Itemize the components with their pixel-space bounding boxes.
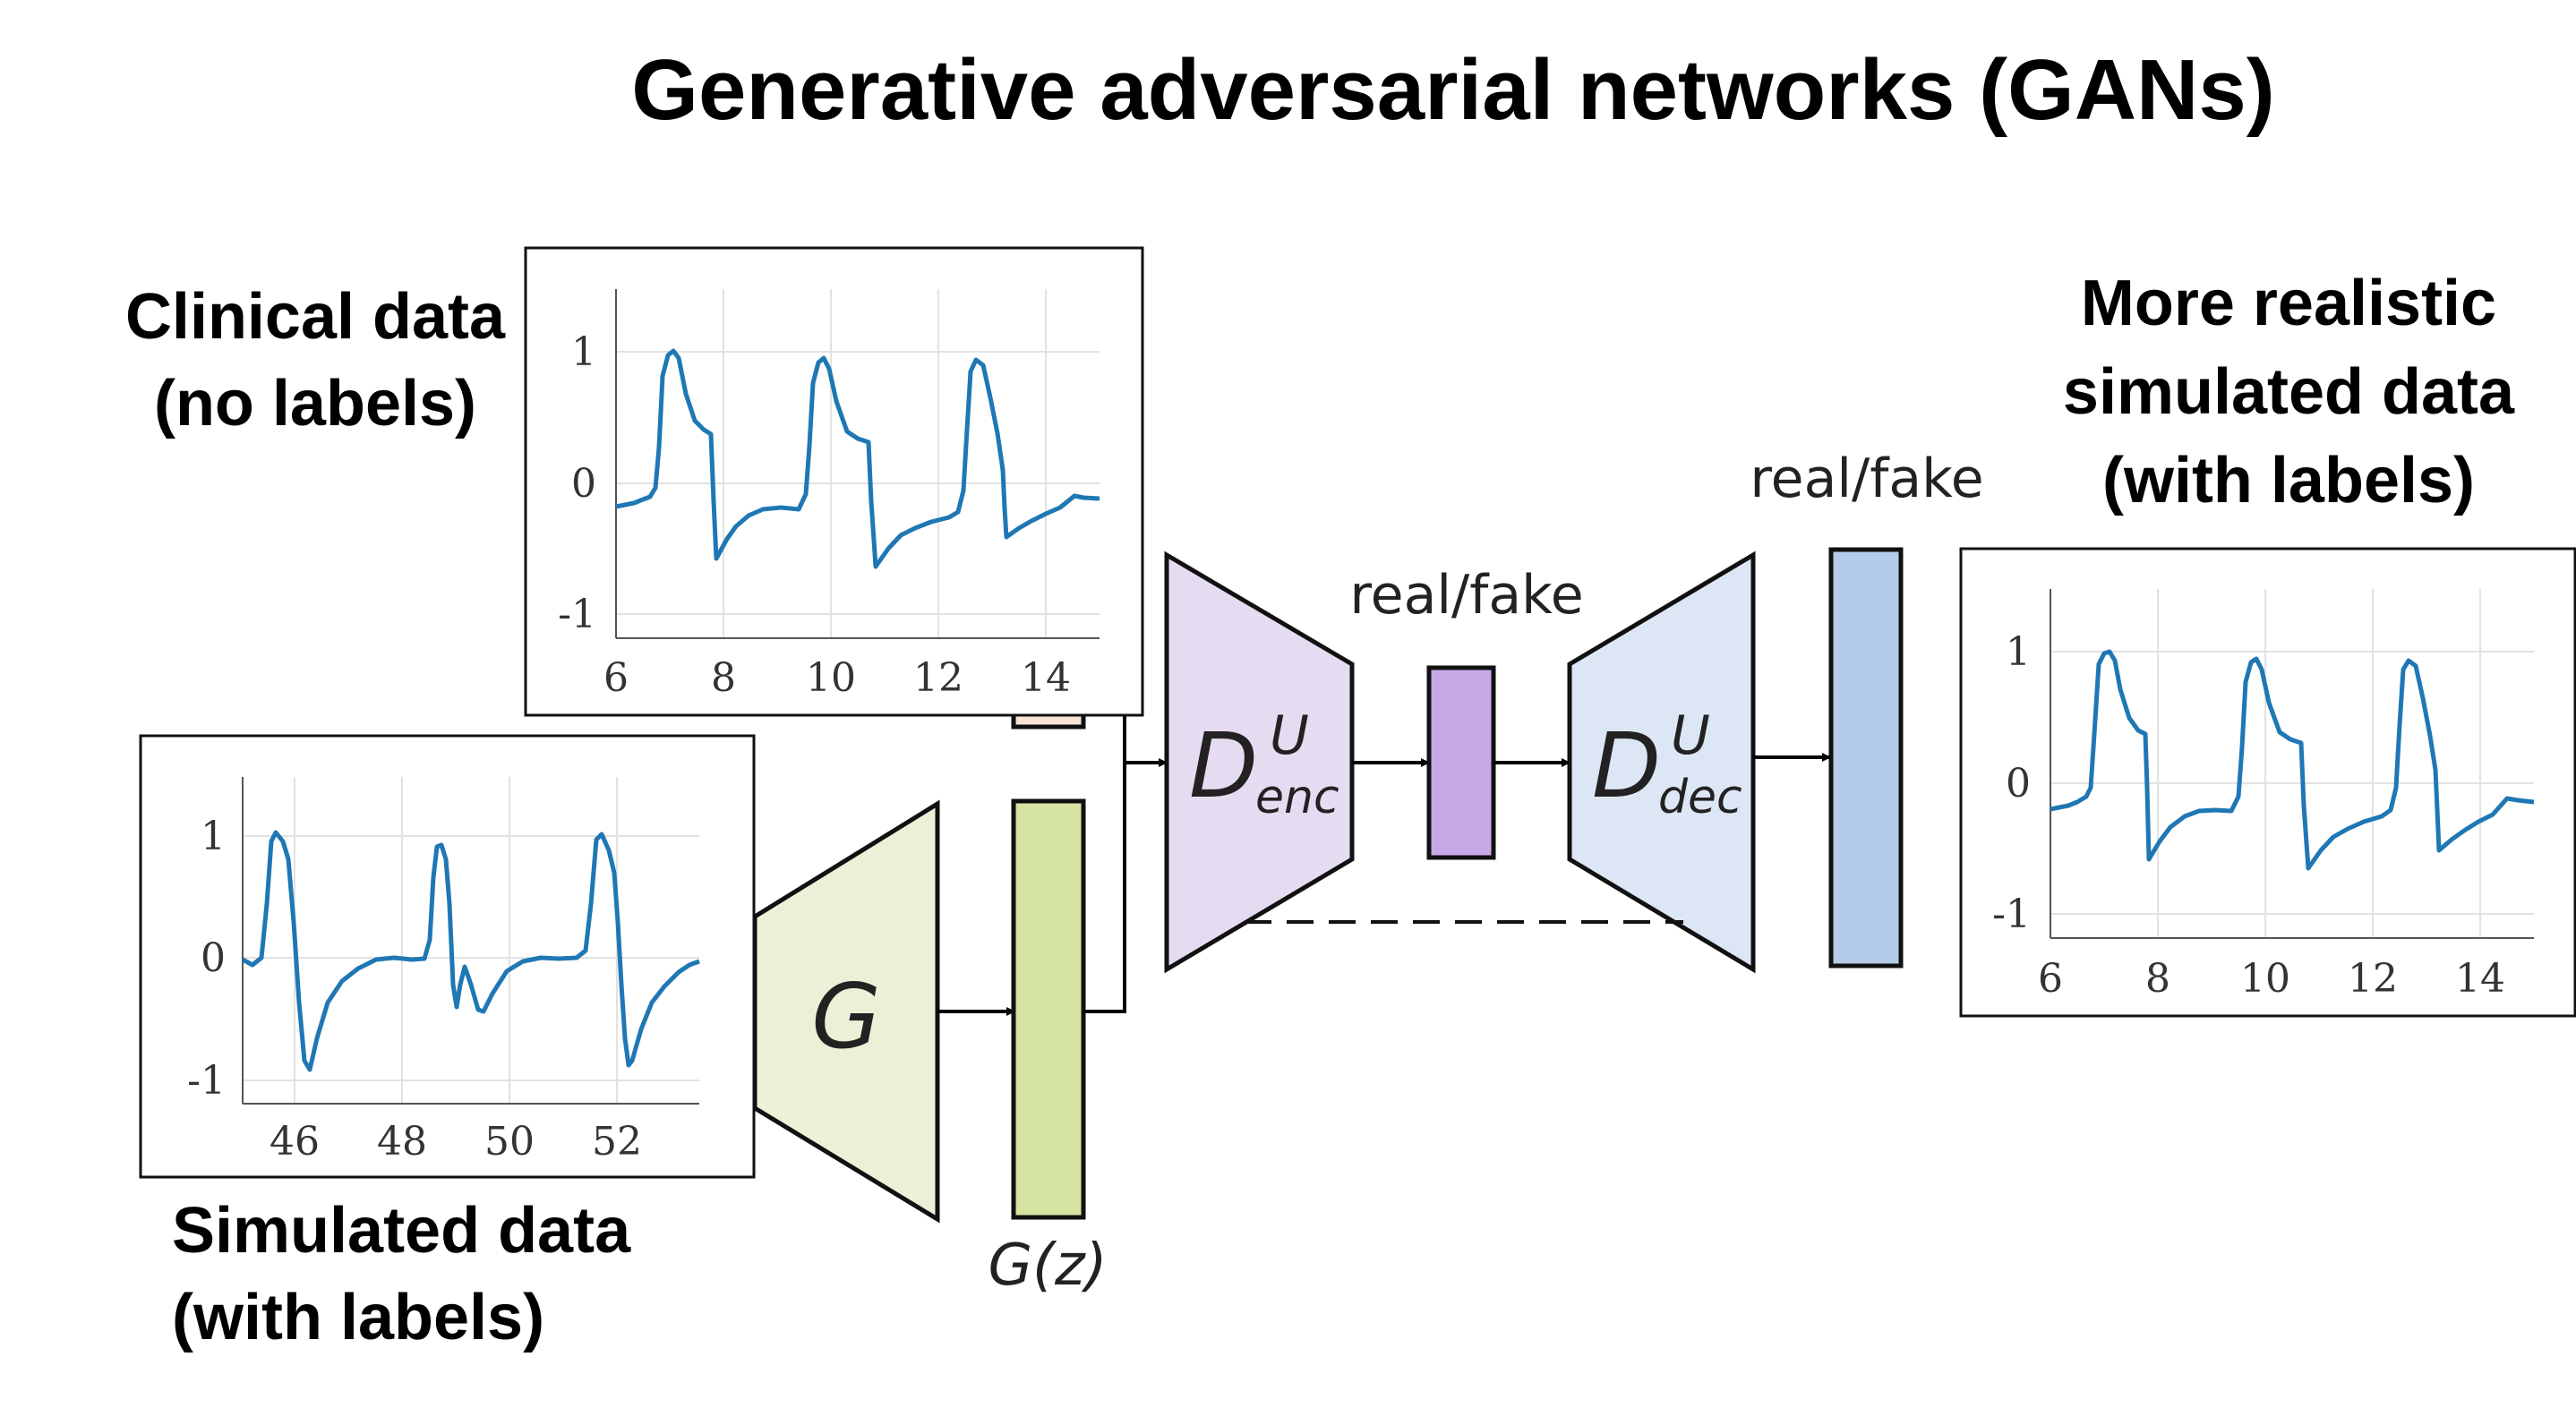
plot-simulated-frame xyxy=(139,734,756,1179)
plot-clinical-axes xyxy=(615,289,1100,639)
plot-clinical-x-ticks: 6 8 10 12 14 xyxy=(603,655,1071,701)
x-tick: 48 xyxy=(377,1119,427,1165)
decoder-label-sub: dec xyxy=(1658,771,1742,824)
plot-simulated-signal xyxy=(241,830,700,1072)
y-tick: -1 xyxy=(558,592,596,637)
x-tick: 10 xyxy=(2240,956,2290,1002)
x-tick: 6 xyxy=(603,655,629,701)
y-tick: 0 xyxy=(201,935,226,981)
y-tick: -1 xyxy=(1992,892,2031,937)
x-tick: 46 xyxy=(270,1119,320,1165)
caption-clinical-line-1: Clinical data xyxy=(125,281,506,353)
decoder-output-bar xyxy=(1828,547,1904,969)
generator-output-label: G(z) xyxy=(988,1233,1107,1299)
discriminator-encoder-label: D U enc xyxy=(1189,704,1339,824)
caption-simulated-line-1: Simulated data xyxy=(172,1195,631,1267)
encoder-output-bar xyxy=(1426,665,1496,860)
y-tick: 1 xyxy=(201,814,226,859)
x-tick: 6 xyxy=(2038,956,2063,1002)
discriminator-decoder-block xyxy=(1567,550,1756,974)
caption-clinical-line-2: (no labels) xyxy=(154,368,476,439)
x-tick: 12 xyxy=(2348,956,2398,1002)
caption-realistic: More realistic simulated data (with labe… xyxy=(2063,268,2515,516)
caption-realistic-line-3: (with labels) xyxy=(2102,445,2475,516)
caption-realistic-line-2: simulated data xyxy=(2063,356,2515,428)
encoder-label-sup: U xyxy=(1270,704,1309,767)
caption-simulated-line-2: (with labels) xyxy=(172,1282,544,1353)
encoder-label-sub: enc xyxy=(1255,771,1339,824)
caption-simulated: Simulated data (with labels) xyxy=(172,1195,631,1353)
plot-realistic-y-ticks: 1 0 -1 xyxy=(1992,629,2031,937)
x-tick: 14 xyxy=(2455,956,2505,1002)
generator-output-bar xyxy=(1011,798,1086,1220)
real-fake-label-decoder: real/fake xyxy=(1750,448,1983,510)
decoder-label-sup: U xyxy=(1671,704,1710,767)
y-tick: 1 xyxy=(2006,629,2031,675)
y-tick: 0 xyxy=(2006,761,2031,806)
plot-clinical-frame xyxy=(524,246,1144,717)
generator-label: G xyxy=(811,964,881,1069)
plot-realistic: 6 8 10 12 14 1 0 -1 xyxy=(1959,547,2576,1018)
x-tick: 8 xyxy=(2145,956,2170,1002)
discriminator-decoder-label: D U dec xyxy=(1592,704,1742,824)
plot-realistic-signal xyxy=(2050,649,2535,871)
plot-clinical-y-ticks: 1 0 -1 xyxy=(558,329,596,637)
diagram-title: Generative adversarial networks (GANs) xyxy=(631,42,2274,138)
y-tick: -1 xyxy=(187,1058,226,1104)
plot-simulated: 46 48 50 52 1 0 -1 xyxy=(139,734,756,1179)
y-tick: 1 xyxy=(571,329,596,375)
x-tick: 50 xyxy=(484,1119,535,1165)
plot-simulated-x-ticks: 46 48 50 52 xyxy=(270,1119,642,1165)
plot-clinical: 6 8 10 12 14 1 0 -1 xyxy=(524,246,1144,717)
y-tick: 0 xyxy=(571,461,596,507)
encoder-label-main: D xyxy=(1189,713,1258,818)
connector-gz-to-encoder xyxy=(1083,763,1126,1013)
plot-simulated-axes xyxy=(242,777,699,1105)
x-tick: 52 xyxy=(592,1119,642,1165)
plot-simulated-y-ticks: 1 0 -1 xyxy=(187,814,226,1104)
caption-realistic-line-1: More realistic xyxy=(2081,268,2496,339)
x-tick: 8 xyxy=(711,655,736,701)
network-diagram: G G(z) D U enc real/fake D U dec xyxy=(752,448,1984,1299)
real-fake-label-encoder: real/fake xyxy=(1349,564,1583,627)
decoder-label-main: D xyxy=(1592,713,1661,818)
x-tick: 12 xyxy=(913,655,963,701)
x-tick: 10 xyxy=(806,655,856,701)
caption-clinical: Clinical data (no labels) xyxy=(125,281,506,439)
x-tick: 14 xyxy=(1021,655,1071,701)
plot-realistic-x-ticks: 6 8 10 12 14 xyxy=(2038,956,2505,1002)
plot-realistic-axes xyxy=(2050,589,2534,939)
plot-clinical-signal xyxy=(615,348,1100,569)
discriminator-encoder-block xyxy=(1164,550,1355,974)
